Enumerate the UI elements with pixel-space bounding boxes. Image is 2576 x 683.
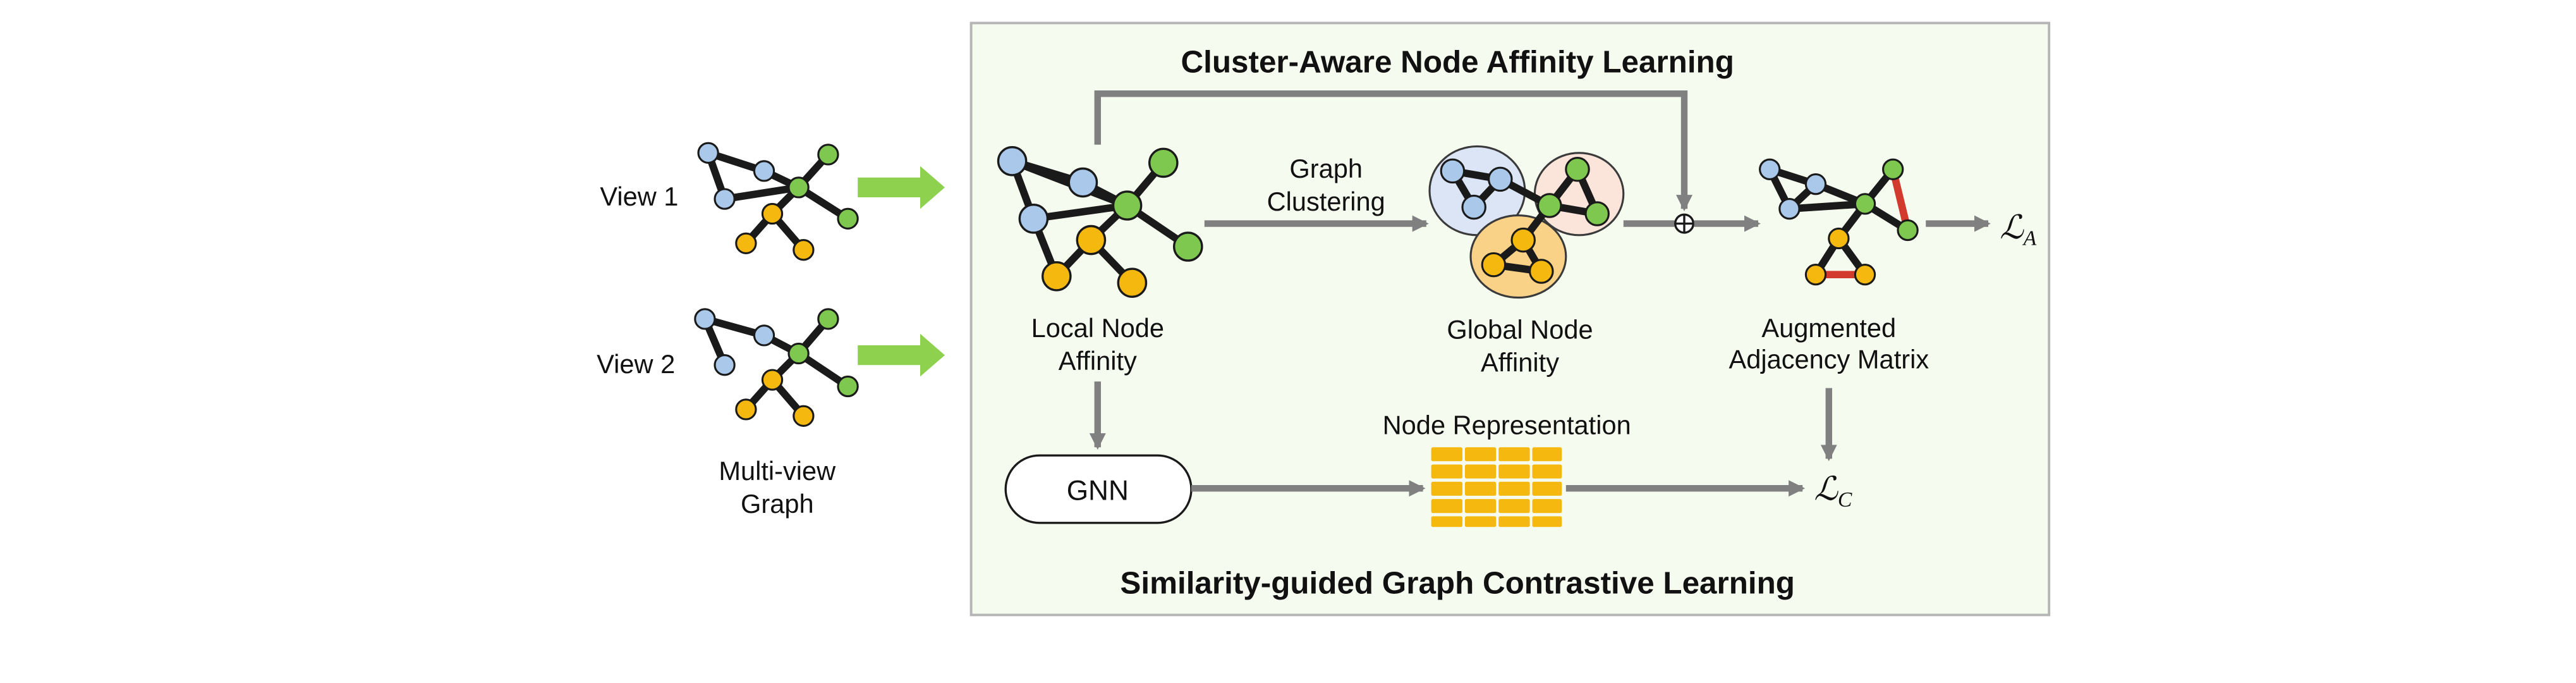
big-arrow-icon xyxy=(858,333,945,377)
circle-plus-icon xyxy=(1674,213,1694,234)
local-affinity-graph xyxy=(997,146,1203,298)
top-title: Cluster-Aware Node Affinity Learning xyxy=(1181,44,1734,79)
augmented-graph xyxy=(1759,158,1919,286)
loss-a: ℒA xyxy=(2000,210,2036,250)
view2-graph xyxy=(694,308,859,427)
augmented-label-line2: Adjacency Matrix xyxy=(1728,344,1929,374)
augmented-label-line1: Augmented xyxy=(1761,313,1896,343)
global-affinity-label-line2: Affinity xyxy=(1481,348,1559,378)
matrix-grid-icon xyxy=(1431,447,1562,527)
view2-label: View 2 xyxy=(597,349,675,379)
view1-label: View 1 xyxy=(600,182,678,211)
local-affinity-label-line1: Local Node xyxy=(1031,313,1164,343)
graph-clustering-label-line2: Clustering xyxy=(1267,187,1385,216)
multi-view-caption-line2: Graph xyxy=(741,489,814,519)
bottom-title: Similarity-guided Graph Contrastive Lear… xyxy=(1120,566,1795,601)
loss-c: ℒC xyxy=(1814,471,1852,511)
node-representation-label: Node Representation xyxy=(1383,410,1631,440)
big-arrow-icon xyxy=(858,166,945,209)
local-affinity-label-line2: Affinity xyxy=(1059,346,1137,376)
graph-clustering-label-line1: Graph xyxy=(1289,154,1363,183)
view1-graph xyxy=(697,142,859,261)
skip-connection-arrow xyxy=(1094,90,1692,212)
gnn-label: GNN xyxy=(1067,475,1129,506)
multi-view-caption-line1: Multi-view xyxy=(719,456,836,486)
global-affinity-label-line1: Global Node xyxy=(1447,315,1593,345)
global-affinity-clusters xyxy=(1428,145,1625,299)
